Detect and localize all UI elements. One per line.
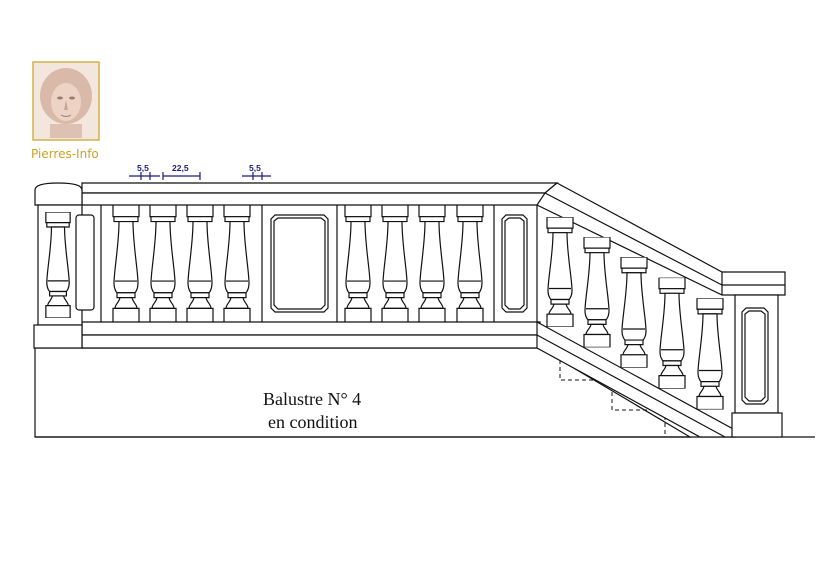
sloped-handrail-edge — [544, 192, 785, 295]
baluster — [658, 277, 686, 389]
baluster — [344, 205, 372, 322]
sloped-bottom-edge — [536, 334, 726, 438]
baluster — [223, 205, 251, 322]
handrail — [81, 182, 559, 194]
handrail-underside — [81, 192, 546, 206]
plinth — [81, 334, 541, 349]
baluster — [418, 205, 446, 322]
baluster — [583, 237, 611, 348]
sculpted-head-icon — [40, 68, 92, 138]
caption-subtitle: en condition — [268, 412, 357, 432]
baluster — [186, 205, 214, 322]
svg-text:22,5: 22,5 — [172, 163, 189, 173]
panel-center — [270, 214, 329, 313]
panel-right — [501, 214, 528, 313]
svg-text:5,5: 5,5 — [249, 163, 261, 173]
right-post — [731, 294, 783, 438]
baluster — [696, 298, 724, 410]
left-post — [33, 182, 95, 349]
baluster — [546, 217, 574, 328]
logo-text: Pierres-Info — [31, 147, 99, 161]
baluster — [381, 205, 409, 322]
dimension-2: 22,5 — [162, 163, 201, 180]
logo: Pierres-Info — [31, 61, 100, 161]
baluster — [456, 205, 484, 322]
caption-title: Balustre N° 4 — [263, 389, 361, 409]
svg-text:5,5: 5,5 — [137, 163, 149, 173]
baluster — [149, 205, 177, 322]
bottom-rail — [81, 321, 541, 336]
dimension-3: 5,5 — [242, 163, 271, 180]
sloped-bottom-rail — [536, 320, 736, 438]
baluster — [620, 257, 648, 368]
dimension-1: 5,5 — [129, 163, 160, 180]
rail-dividers — [100, 205, 538, 322]
baluster — [112, 205, 140, 322]
